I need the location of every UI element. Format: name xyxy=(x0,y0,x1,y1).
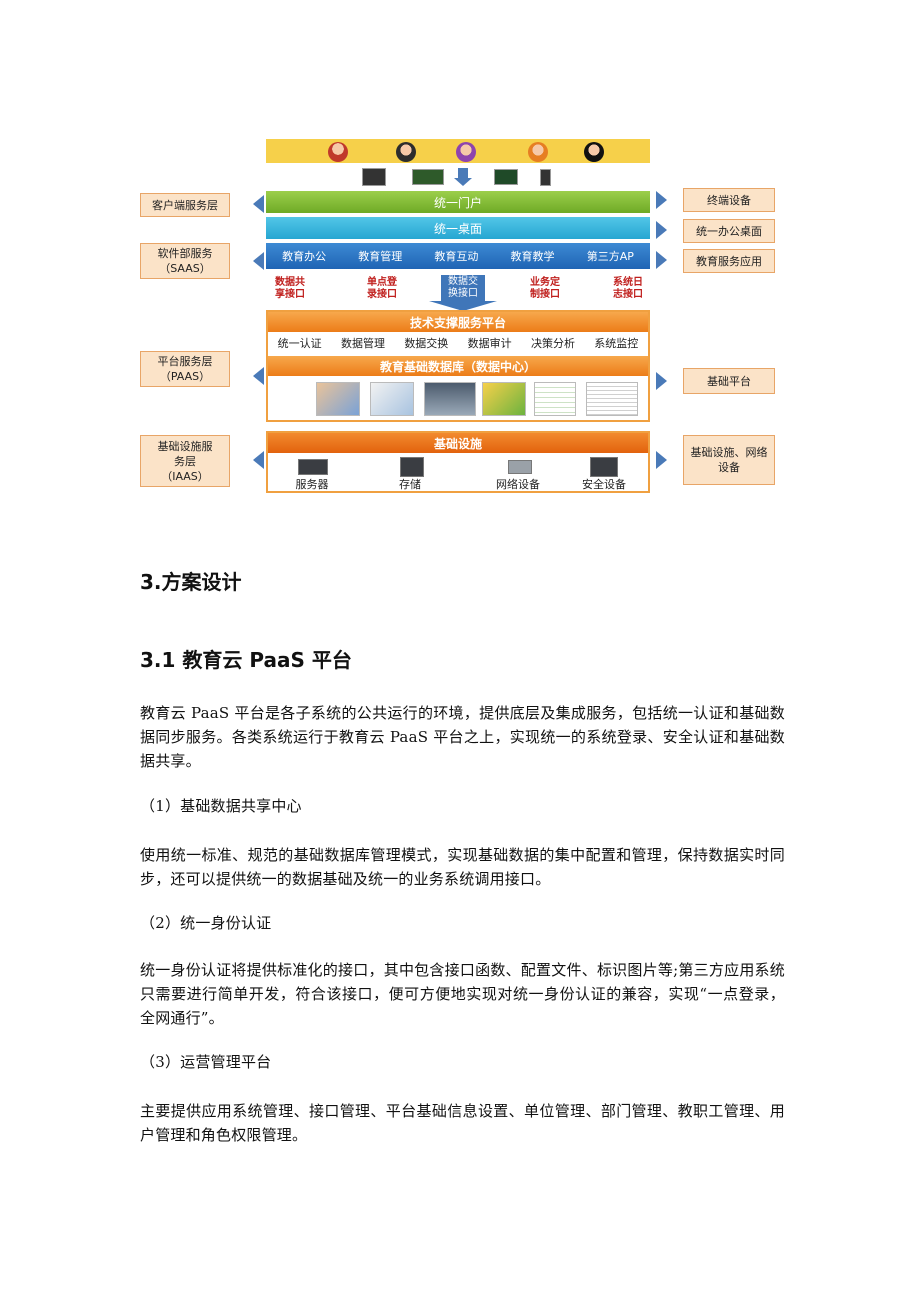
tech-platform-frame: 技术支撑服务平台 统一认证 数据管理 数据交换 数据审计 决策分析 系统监控 教… xyxy=(266,310,650,422)
admin-avatar-icon xyxy=(584,142,604,162)
item2-title: （2）统一身份认证 xyxy=(140,914,272,932)
module-item: 统一认证 xyxy=(277,337,322,350)
teacher-avatar-icon xyxy=(456,142,476,162)
interface-custom-biz: 业务定 制接口 xyxy=(530,277,560,300)
infra-item-label: 服务器 xyxy=(295,478,329,491)
tablet-device-icon xyxy=(494,169,518,185)
right-arrow-icon xyxy=(656,451,667,469)
down-arrow-head-icon xyxy=(454,178,472,186)
infra-item-label: 网络设备 xyxy=(496,478,540,491)
tech-modules-row: 统一认证 数据管理 数据交换 数据审计 决策分析 系统监控 xyxy=(268,332,648,354)
item3-title: （3）运营管理平台 xyxy=(140,1053,272,1071)
module-item: 数据审计 xyxy=(467,337,512,350)
tech-platform-title: 技术支撑服务平台 xyxy=(268,312,648,332)
item1-text: 使用统一标准、规范的基础数据库管理模式，实现基础数据的集中配置和管理，保持数据实… xyxy=(140,846,785,888)
student-avatar-icon xyxy=(328,142,348,162)
left-arrow-icon xyxy=(253,367,264,385)
left-arrow-icon xyxy=(253,451,264,469)
classroom-photo xyxy=(316,382,360,416)
meeting-photo xyxy=(424,382,476,416)
module-item: 数据交换 xyxy=(404,337,449,350)
office-photo xyxy=(370,382,414,416)
app-item: 第三方AP xyxy=(586,250,634,263)
security-device-icon xyxy=(590,457,618,477)
infra-item-label: 安全设备 xyxy=(582,478,626,491)
right-arrow-icon xyxy=(656,251,667,269)
section-title: 3.方案设计 xyxy=(140,570,242,594)
architecture-diagram: 客户端服务层 软件部服务 （SAAS） 平台服务层 （PAAS） 基础设施服 务… xyxy=(140,135,780,500)
app-item: 教育教学 xyxy=(510,250,555,263)
report-photo xyxy=(586,382,638,416)
app-item: 教育办公 xyxy=(282,250,327,263)
data-table-photo xyxy=(534,382,576,416)
down-arrow-head-icon xyxy=(429,301,497,311)
item2-text: 统一身份认证将提供标准化的接口，其中包含接口函数、配置文件、标识图片等;第三方应… xyxy=(140,961,785,1027)
interface-syslog: 系统日 志接口 xyxy=(613,277,643,300)
down-arrow-icon xyxy=(458,168,468,178)
interface-sso: 单点登 录接口 xyxy=(367,277,397,300)
right-arrow-icon xyxy=(656,221,667,239)
module-item: 系统监控 xyxy=(594,337,639,350)
left-label-iaas-layer: 基础设施服 务层 （IAAS） xyxy=(140,435,230,487)
right-label-office-desktop: 统一办公桌面 xyxy=(683,219,775,243)
module-item: 数据管理 xyxy=(340,337,385,350)
desktop-device-icon xyxy=(362,168,386,186)
parent-avatar-icon xyxy=(528,142,548,162)
left-arrow-icon xyxy=(253,195,264,213)
left-arrow-icon xyxy=(253,252,264,270)
item1-title: （1）基础数据共享中心 xyxy=(140,797,302,815)
portal-band: 统一门户 xyxy=(266,191,650,213)
infra-frame: 基础设施 服务器 存储 网络设备 安全设备 xyxy=(266,431,650,493)
storage-icon xyxy=(400,457,424,477)
left-label-saas-layer: 软件部服务 （SAAS） xyxy=(140,243,230,279)
interface-data-exchange: 数据交 换接口 xyxy=(441,275,485,301)
item3-text: 主要提供应用系统管理、接口管理、平台基础信息设置、单位管理、部门管理、教职工管理… xyxy=(140,1102,785,1144)
interface-data-share: 数据共 享接口 xyxy=(275,277,305,300)
database-title: 教育基础数据库（数据中心） xyxy=(268,356,648,376)
right-arrow-icon xyxy=(656,191,667,209)
module-item: 决策分析 xyxy=(530,337,575,350)
left-label-client-layer: 客户端服务层 xyxy=(140,193,230,217)
graduate-avatar-icon xyxy=(396,142,416,162)
user-bar xyxy=(266,139,650,163)
subsection-title: 3.1 教育云 PaaS 平台 xyxy=(140,648,352,672)
app-item: 教育管理 xyxy=(358,250,403,263)
server-icon xyxy=(298,459,328,475)
apps-band: 教育办公 教育管理 教育互动 教育教学 第三方AP xyxy=(266,243,650,269)
network-device-icon xyxy=(508,460,532,474)
laptop-device-icon xyxy=(412,169,444,185)
desktop-band: 统一桌面 xyxy=(266,217,650,239)
right-label-base-platform: 基础平台 xyxy=(683,368,775,394)
kids-photo xyxy=(482,382,526,416)
intro-paragraph: 教育云 PaaS 平台是各子系统的公共运行的环境，提供底层及集成服务，包括统一认… xyxy=(140,704,785,770)
infra-item-label: 存储 xyxy=(399,478,421,491)
phone-device-icon xyxy=(540,169,551,186)
right-label-infra-network: 基础设施、网络 设备 xyxy=(683,435,775,485)
app-item: 教育互动 xyxy=(434,250,479,263)
right-arrow-icon xyxy=(656,372,667,390)
right-label-terminal: 终端设备 xyxy=(683,188,775,212)
infra-title: 基础设施 xyxy=(268,433,648,453)
right-label-edu-service: 教育服务应用 xyxy=(683,249,775,273)
left-label-paas-layer: 平台服务层 （PAAS） xyxy=(140,351,230,387)
